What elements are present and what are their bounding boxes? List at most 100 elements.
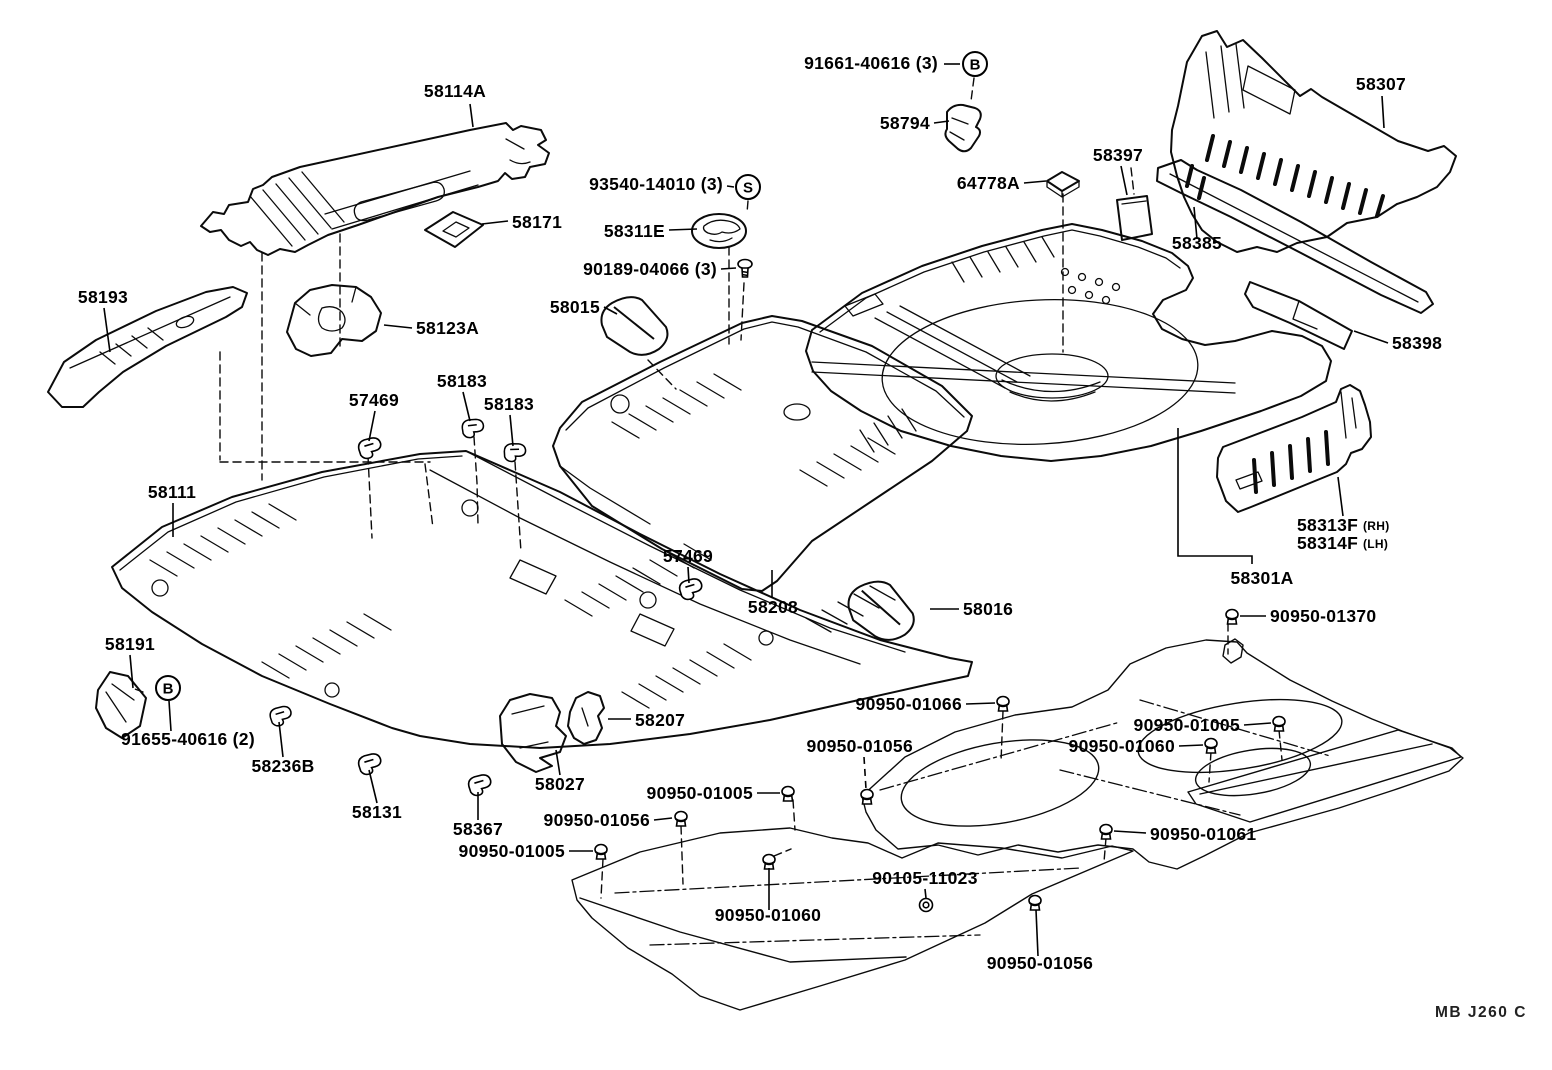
bolt-plug-icon <box>1272 715 1286 732</box>
part-58193-brace <box>47 286 248 408</box>
leader-line <box>1381 95 1385 129</box>
leader-line <box>1120 165 1128 196</box>
callout-90950-01060[interactable]: 90950-01060 <box>715 905 821 925</box>
leader-line <box>1035 909 1039 957</box>
callout-58183[interactable]: 58183 <box>484 394 534 414</box>
leader-line <box>933 120 950 124</box>
leader-line <box>924 888 927 899</box>
callout-57469[interactable]: 57469 <box>663 546 713 566</box>
leader-line <box>668 228 698 231</box>
callout-90950-01005[interactable]: 90950-01005 <box>647 783 753 803</box>
leader-line <box>653 817 673 821</box>
part-58207-bracket <box>567 691 605 745</box>
leader-line <box>1113 830 1147 834</box>
circled-letter-ring <box>962 51 988 77</box>
callout-58311e[interactable]: 58311E <box>604 221 665 241</box>
callout-58171[interactable]: 58171 <box>512 212 562 232</box>
bolt-plug-icon <box>674 810 688 827</box>
bolt-plug-icon <box>1028 894 1042 911</box>
callout-58015[interactable]: 58015 <box>550 297 600 317</box>
callout-90950-01005[interactable]: 90950-01005 <box>459 841 565 861</box>
part-58397-pad <box>1116 195 1153 241</box>
circled-letter-s: S <box>743 180 753 197</box>
clip-58183-a <box>459 416 486 441</box>
part-58027-heat-shield <box>499 693 567 773</box>
callout-90950-01056[interactable]: 90950-01056 <box>807 736 913 756</box>
callout-58111[interactable]: 58111 <box>148 482 196 502</box>
callout-lh[interactable]: (LH) <box>1363 537 1388 551</box>
line-art <box>47 30 1464 1011</box>
callout-64778a[interactable]: 64778A <box>957 173 1020 193</box>
leader-line <box>1193 206 1198 240</box>
callout-58016[interactable]: 58016 <box>963 599 1013 619</box>
part-64778a-plug <box>1046 171 1080 198</box>
callout-91655-40616-2[interactable]: 91655-40616 (2) <box>121 729 255 749</box>
callout-58027[interactable]: 58027 <box>535 774 585 794</box>
callout-58307[interactable]: 58307 <box>1356 74 1406 94</box>
callout-58397[interactable]: 58397 <box>1093 145 1143 165</box>
clip-58183-b <box>501 439 528 466</box>
callout-58314f[interactable]: 58314F <box>1297 533 1358 553</box>
callout-90950-01056[interactable]: 90950-01056 <box>987 953 1093 973</box>
callout-90950-01066[interactable]: 90950-01066 <box>856 694 962 714</box>
callout-58123a[interactable]: 58123A <box>416 318 479 338</box>
part-58171-plate <box>424 211 484 248</box>
callout-58183[interactable]: 58183 <box>437 371 487 391</box>
part-58123a-bracket <box>286 284 382 357</box>
part-58385-reinforcement <box>1156 159 1434 314</box>
callout-58191[interactable]: 58191 <box>105 634 155 654</box>
callout-58236b[interactable]: 58236B <box>251 756 314 776</box>
callouts-layer: 58114A 58171 58193 58123A 93540-14010 (3) 583… <box>78 53 1442 973</box>
leader-line <box>726 185 735 188</box>
leader-line <box>469 103 474 128</box>
leader-line <box>687 566 690 584</box>
callout-90950-01061[interactable]: 90950-01061 <box>1150 824 1256 844</box>
callout-58207[interactable]: 58207 <box>635 710 685 730</box>
callout-58794[interactable]: 58794 <box>880 113 930 133</box>
leader-line <box>1243 722 1272 726</box>
bolt-plug-icon <box>996 695 1010 712</box>
part-58015-pad <box>600 296 669 356</box>
part-underbody-silhouette-right <box>861 638 1464 870</box>
bolt-plug-icon <box>762 853 776 870</box>
callout-90950-01056[interactable]: 90950-01056 <box>544 810 650 830</box>
leader-line <box>368 410 376 442</box>
nut-icon <box>918 897 934 913</box>
leader-line <box>1337 476 1344 517</box>
callout-90950-01370[interactable]: 90950-01370 <box>1270 606 1376 626</box>
callout-58313f[interactable]: 58313F <box>1297 515 1358 535</box>
circled-letter-b: B <box>163 681 174 698</box>
part-90189-screw <box>737 258 753 278</box>
callout-58114a[interactable]: 58114A <box>424 81 486 101</box>
callout-58367[interactable]: 58367 <box>453 819 503 839</box>
leader-line <box>368 769 378 804</box>
part-58114a-crossmember <box>200 122 550 256</box>
callout-58398[interactable]: 58398 <box>1392 333 1442 353</box>
clip-58236b <box>269 705 292 727</box>
callout-58208[interactable]: 58208 <box>748 597 798 617</box>
bolt-plug-icon <box>1204 737 1218 754</box>
bolt-plug-icon <box>860 788 874 805</box>
part-rear-floor-pan <box>805 223 1332 462</box>
callout-90950-01060[interactable]: 90950-01060 <box>1069 736 1175 756</box>
leader-line <box>863 756 867 790</box>
callout-90105-11023[interactable]: 90105-11023 <box>872 868 978 888</box>
part-underbody-silhouette-bottom <box>571 827 1134 1011</box>
construction-lines <box>131 77 1283 899</box>
callout-58385[interactable]: 58385 <box>1172 233 1222 253</box>
leader-line <box>555 749 561 776</box>
callout-58131[interactable]: 58131 <box>352 802 402 822</box>
callout-rh[interactable]: (RH) <box>1363 519 1390 533</box>
callout-90189-04066-3[interactable]: 90189-04066 (3) <box>583 259 717 279</box>
leader-line <box>509 414 514 447</box>
callout-58301a[interactable]: 58301A <box>1230 568 1293 588</box>
callout-90950-01005[interactable]: 90950-01005 <box>1134 715 1240 735</box>
callout-57469[interactable]: 57469 <box>349 390 399 410</box>
part-58794-clamp <box>944 103 982 153</box>
callout-91661-40616-3[interactable]: 91661-40616 (3) <box>804 53 938 73</box>
part-58313f-side-member <box>1216 384 1372 513</box>
callout-93540-14010-3[interactable]: 93540-14010 (3) <box>589 174 723 194</box>
leader-line <box>383 324 413 329</box>
callout-58193[interactable]: 58193 <box>78 287 128 307</box>
